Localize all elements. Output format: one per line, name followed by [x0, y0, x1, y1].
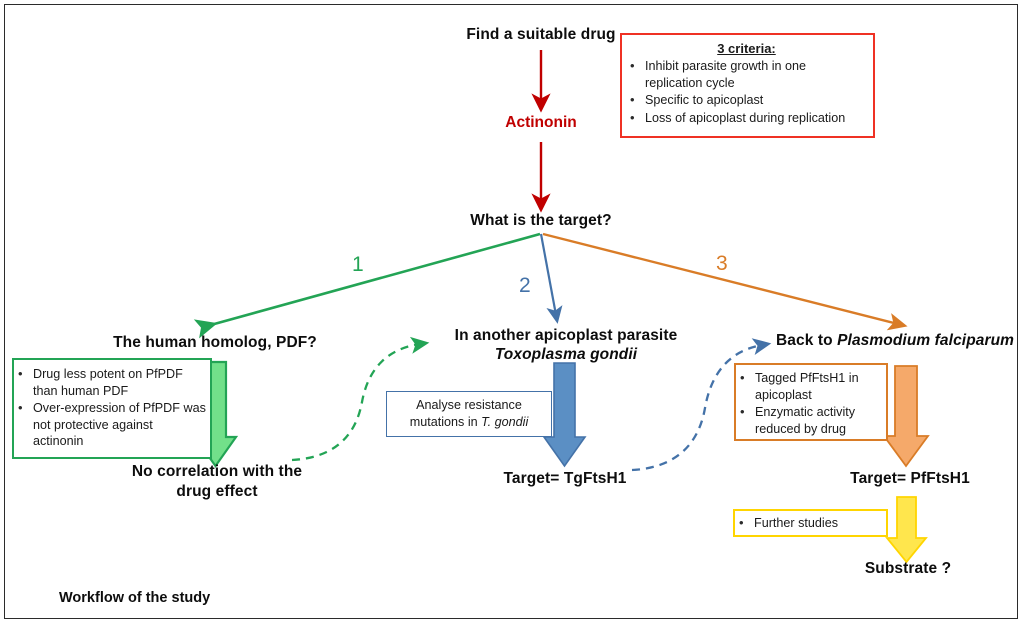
substrate-result: Substrate ?	[864, 560, 952, 577]
branch-1-item: Over-expression of PfPDF was not protect…	[16, 399, 206, 450]
branch-2-box-line-1: Analyse resistance	[416, 398, 522, 412]
criteria-item: Loss of apicoplast during replication	[628, 109, 865, 127]
drug-label: Actinonin	[505, 114, 577, 131]
branch-2-box: Analyse resistance mutations in T. gondi…	[386, 391, 552, 437]
branch-3-list: Tagged PfFtsH1 in apicoplast Enzymatic a…	[738, 369, 883, 437]
branch-1-number: 1	[352, 253, 364, 276]
branch-1-conclusion-line-1: No correlation with the	[131, 463, 303, 480]
further-studies-item: Further studies	[737, 514, 883, 532]
branch-3-heading: Back to Plasmodium falciparum	[776, 332, 1024, 351]
branch-3-number: 3	[716, 252, 728, 275]
branch-3-item: Enzymatic activity reduced by drug	[738, 403, 883, 437]
branch-1-conclusion-line-2: drug effect	[176, 483, 258, 500]
branch-2-heading-species: Toxoplasma gondii	[494, 346, 638, 363]
branch-2-heading: In another apicoplast parasite	[454, 327, 678, 344]
branch-2-conclusion: Target= TgFtsH1	[503, 470, 627, 487]
criteria-list: Inhibit parasite growth in one replicati…	[628, 57, 865, 127]
start-label: Find a suitable drug	[466, 26, 616, 43]
branch-1-item: Drug less potent on PfPDF than human PDF	[16, 365, 206, 399]
branch-2-box-line-2: mutations in T. gondii	[392, 414, 546, 431]
branch-2-number: 2	[519, 274, 531, 297]
branch-1-box: Drug less potent on PfPDF than human PDF…	[12, 358, 212, 459]
branch-3-heading-species: Plasmodium falciparum	[837, 332, 1015, 349]
criteria-box: 3 criteria: Inhibit parasite growth in o…	[620, 33, 875, 138]
branch-2-box-line-2-species: T. gondii	[481, 415, 529, 429]
branch-1-list: Drug less potent on PfPDF than human PDF…	[16, 365, 206, 450]
figure-border	[4, 4, 1018, 619]
branch-3-conclusion: Target= PfFtsH1	[850, 470, 970, 487]
figure-caption: Workflow of the study	[59, 590, 211, 606]
branch-2-box-line-2-prefix: mutations in	[409, 415, 482, 429]
criteria-item: Specific to apicoplast	[628, 91, 865, 109]
branch-3-heading-prefix: Back to	[776, 332, 838, 349]
branch-3-item: Tagged PfFtsH1 in apicoplast	[738, 369, 883, 403]
target-question-label: What is the target?	[470, 212, 612, 229]
criteria-title: 3 criteria:	[717, 41, 776, 56]
criteria-item: Inhibit parasite growth in one replicati…	[628, 57, 865, 91]
further-studies-box: Further studies	[733, 509, 888, 537]
branch-3-box: Tagged PfFtsH1 in apicoplast Enzymatic a…	[734, 363, 888, 441]
further-studies-list: Further studies	[737, 514, 883, 532]
branch-1-heading: The human homolog, PDF?	[113, 334, 317, 351]
